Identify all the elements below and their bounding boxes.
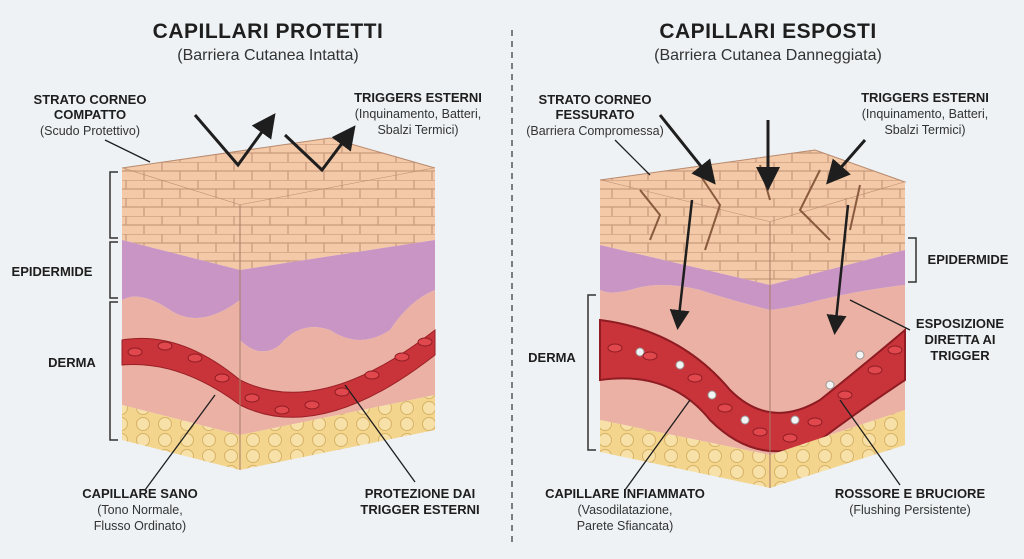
right-skin-block [599, 149, 907, 488]
right-stratum-front [600, 180, 770, 285]
red-blood-cell [867, 365, 883, 375]
left-title: CAPILLARI PROTETTI [153, 20, 384, 43]
left-subtitle: (Barriera Cutanea Intatta) [177, 47, 358, 64]
red-blood-cell [417, 337, 433, 347]
red-blood-cell [187, 353, 203, 363]
left-capillary-note-1: (Tono Normale, [97, 503, 182, 517]
red-blood-cell [642, 351, 658, 361]
right-triggers-note-1: (Inquinamento, Batteri, [862, 107, 988, 121]
left-protection-label-1: PROTEZIONE DAI [365, 486, 476, 501]
left-stratum-label-2: COMPATTO [54, 107, 126, 122]
right-fat-side [770, 410, 905, 488]
right-trigger-arrow-3 [826, 139, 867, 185]
right-stratum-label-1: STRATO CORNEO [539, 92, 652, 107]
left-stratum-label-1: STRATO CORNEO [34, 92, 147, 107]
left-epidermis-side [240, 240, 435, 352]
left-epidermis-label: EPIDERMIDE [12, 264, 93, 279]
right-capillary-label: CAPILLARE INFIAMMATO [545, 486, 705, 501]
right-trigger-arrow-1 [658, 114, 716, 185]
left-deflect-arrow-1 [193, 113, 276, 168]
right-stratum-note: (Barriera Compromessa) [526, 124, 664, 138]
red-blood-cell [887, 345, 903, 355]
right-exposure-label-3: TRIGGER [930, 348, 990, 363]
right-exposure-label-1: ESPOSIZIONE [916, 316, 1004, 331]
left-bracket-stratum [109, 171, 118, 239]
left-epidermis-front [122, 240, 240, 318]
left-deflect-arrow-2 [283, 125, 356, 173]
red-blood-cell [334, 387, 350, 397]
right-title: CAPILLARI ESPOSTI [659, 20, 876, 43]
red-blood-cell [752, 427, 768, 437]
red-blood-cell [782, 433, 798, 443]
left-skin-block [121, 137, 436, 470]
red-blood-cell [244, 393, 260, 403]
red-blood-cell [394, 352, 410, 362]
red-blood-cell [607, 343, 623, 353]
left-bracket-dermis [109, 301, 118, 441]
left-stratum-front [122, 168, 240, 270]
right-capillary-note-1: (Vasodilatazione, [578, 503, 673, 517]
right-deep-arrow-1 [669, 199, 694, 330]
right-redness-note: (Flushing Persistente) [849, 503, 971, 517]
red-blood-cell [807, 417, 823, 427]
red-blood-cell [214, 373, 230, 383]
red-blood-cell [157, 341, 173, 351]
right-capillary [599, 318, 906, 453]
red-blood-cell [127, 347, 143, 357]
right-exposure-label-2: DIRETTA AI [924, 332, 995, 347]
left-capillary-label: CAPILLARE SANO [82, 486, 198, 501]
right-stratum-label-2: FESSURATO [556, 107, 635, 122]
right-capillary-note-2: Parete Sfiancata) [577, 519, 674, 533]
left-triggers-note-1: (Inquinamento, Batteri, [355, 107, 481, 121]
red-blood-cell [274, 405, 290, 415]
left-dermis-label: DERMA [48, 355, 96, 370]
red-blood-cell [304, 400, 320, 410]
left-capillary-note-2: Flusso Ordinato) [94, 519, 186, 533]
right-dermis-label: DERMA [528, 350, 576, 365]
red-blood-cell [717, 403, 733, 413]
right-stratum-side [770, 182, 905, 285]
right-fat-front [600, 420, 770, 488]
left-capillary [121, 328, 436, 418]
right-triggers-note-2: Sbalzi Termici) [884, 123, 965, 137]
left-fat-side [240, 395, 435, 470]
right-epidermis-label: EPIDERMIDE [928, 252, 1009, 267]
right-subtitle: (Barriera Cutanea Danneggiata) [654, 47, 882, 64]
left-fat-front [122, 405, 240, 470]
left-protection-label-2: TRIGGER ESTERNI [360, 502, 479, 517]
left-stratum-side [240, 168, 435, 270]
left-bracket-epidermis [109, 241, 118, 299]
red-blood-cell [364, 370, 380, 380]
right-triggers-label: TRIGGERS ESTERNI [861, 90, 989, 105]
right-epidermis-front [600, 245, 770, 310]
right-epidermis-side [770, 250, 905, 310]
red-blood-cell [687, 373, 703, 383]
left-stratum-note: (Scudo Protettivo) [40, 124, 140, 138]
left-triggers-label: TRIGGERS ESTERNI [354, 90, 482, 105]
right-bracket-dermis [587, 294, 596, 451]
right-deep-arrow-2 [826, 204, 850, 335]
red-blood-cell [837, 390, 853, 400]
right-redness-label: ROSSORE E BRUCIORE [835, 486, 986, 501]
left-triggers-note-2: Sbalzi Termici) [377, 123, 458, 137]
right-bracket-epidermis [908, 237, 917, 283]
